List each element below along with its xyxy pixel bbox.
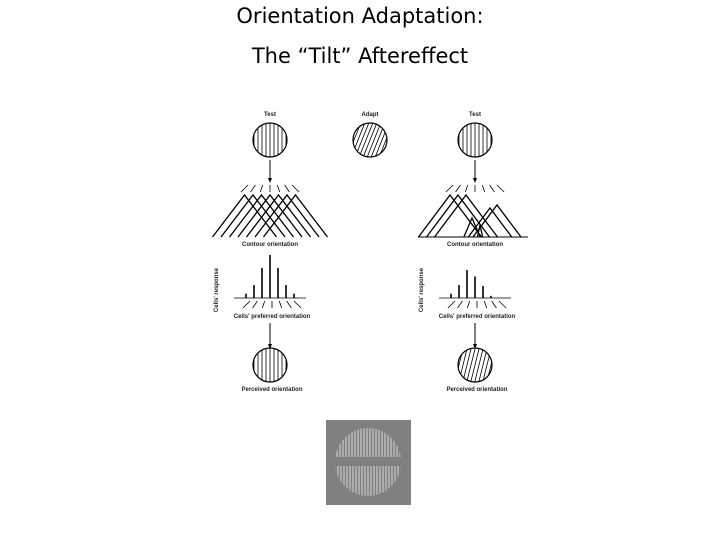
grating-line (465, 348, 477, 382)
orientation-tick (276, 184, 281, 193)
adapt-grating (353, 123, 387, 157)
tuning-curve-right (433, 193, 499, 238)
tuning-curve-left (237, 193, 303, 238)
orientation-tick (491, 300, 497, 309)
orientation-tick (457, 300, 463, 309)
orientation-tick (242, 300, 251, 309)
grating-line (446, 345, 456, 385)
grating-line (481, 348, 492, 382)
orientation-tick (445, 184, 454, 193)
grating-line (353, 123, 359, 157)
test-grating-left-outline (252, 122, 288, 158)
grating-line (458, 348, 469, 382)
orientation-tick (261, 300, 266, 309)
orientation-tick (293, 300, 302, 309)
perceived-label-right: Perceived orientation (446, 387, 507, 393)
test-label-right: Test (469, 112, 481, 118)
grating-line (458, 348, 465, 382)
grating-line (357, 123, 375, 157)
response-label-left: Cells' response (214, 267, 220, 312)
response-label-right: Cells' response (419, 267, 425, 312)
grating-line (469, 348, 481, 382)
preferred-label-left: Cells' preferred orientation (234, 314, 311, 320)
orientation-tick (464, 184, 469, 193)
orientation-tick (284, 184, 290, 193)
arrowhead-icon (268, 344, 272, 349)
grating-line (473, 348, 485, 382)
grating-line (353, 123, 371, 157)
tuning-curve-left (262, 193, 329, 238)
orientation-tick (286, 300, 292, 309)
grating-line (494, 345, 504, 385)
grating-line (361, 123, 379, 157)
grating-line (477, 348, 489, 382)
arrowhead-icon (473, 344, 477, 349)
grating-line (353, 123, 355, 157)
orientation-tick (481, 184, 486, 193)
grating-divider (326, 457, 411, 466)
tuning-curve-left (245, 193, 312, 238)
tuning-curve-left (254, 193, 320, 238)
grating-line (353, 123, 367, 157)
tuning-curve-right (425, 193, 491, 238)
grating-line (369, 123, 387, 157)
grating-line (381, 123, 387, 157)
orientation-tick (447, 300, 456, 309)
contour-label-left: Contour orientation (242, 242, 298, 248)
slide-title-line1: Orientation Adaptation: (236, 4, 484, 28)
tuning-curve-right (472, 203, 522, 238)
slide-title-line2: The “Tilt” Aftereffect (251, 44, 469, 68)
grating-line (461, 348, 473, 382)
orientation-tick (483, 300, 488, 309)
tuning-curve-right (417, 193, 483, 238)
adapt-label: Adapt (362, 112, 379, 118)
tuning-curve-right (476, 224, 484, 238)
grating-line (385, 123, 387, 157)
tuning-curve-right (467, 206, 513, 238)
orientation-tick (291, 184, 300, 193)
grating-line (373, 123, 387, 157)
grating-line (365, 123, 383, 157)
orientation-tick (498, 300, 507, 309)
perceived-grating-right (446, 345, 504, 385)
perceived-label-left: Perceived orientation (241, 387, 302, 393)
test-grating-right-outline (457, 122, 493, 158)
orientation-tick (489, 184, 495, 193)
orientation-tick (240, 184, 249, 193)
preferred-label-right: Cells' preferred orientation (439, 314, 516, 320)
tuning-curve-left (228, 193, 295, 238)
test-label-left: Test (264, 112, 276, 118)
grating-line (485, 348, 492, 382)
arrowhead-icon (473, 178, 477, 183)
arrowhead-icon (268, 178, 272, 183)
orientation-tick (278, 300, 283, 309)
contour-label-right: Contour orientation (447, 242, 503, 248)
orientation-tick (252, 300, 258, 309)
orientation-tick (466, 300, 471, 309)
orientation-tick (496, 184, 505, 193)
orientation-tick (455, 184, 461, 193)
orientation-tick (250, 184, 256, 193)
orientation-tick (259, 184, 264, 193)
adapt-grating-outline (352, 122, 388, 158)
